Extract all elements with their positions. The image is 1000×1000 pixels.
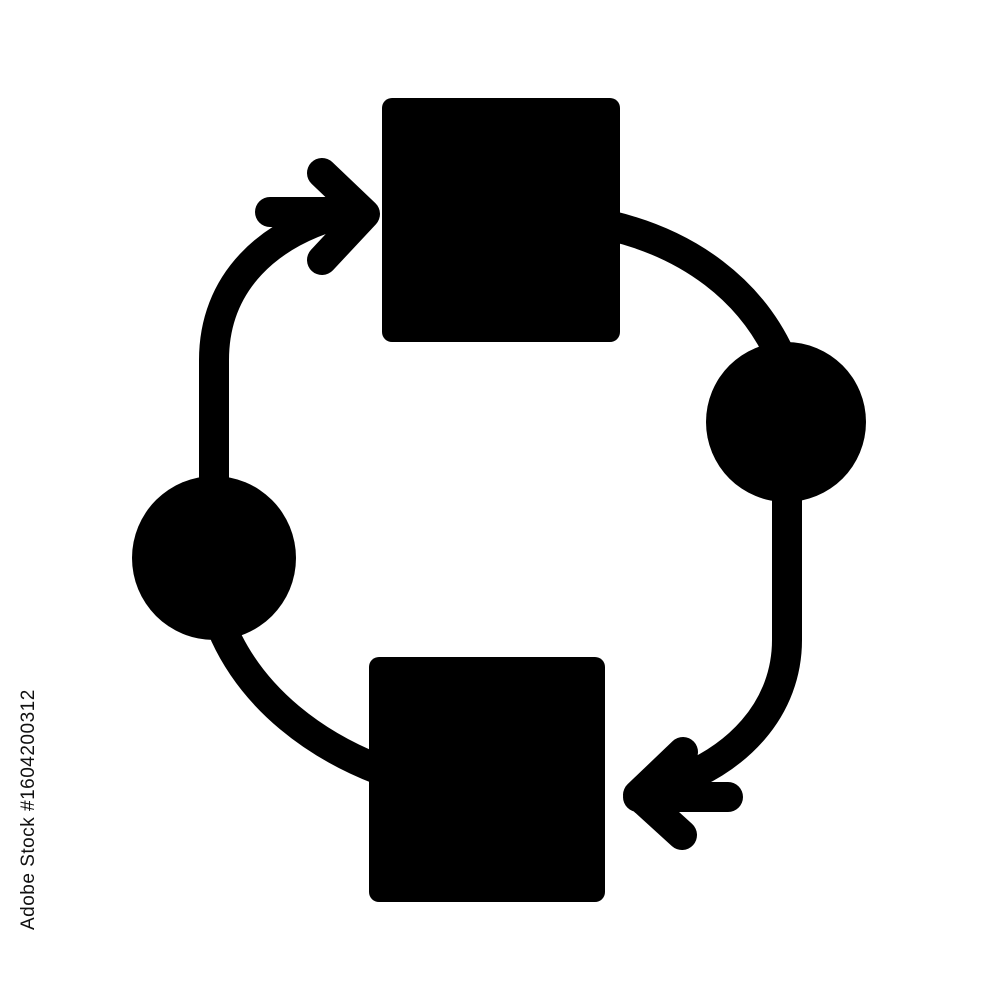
stock-id-watermark: Adobe Stock #1604200312 — [18, 689, 40, 930]
left-node-circle — [132, 476, 296, 640]
watermark-stock-id: #1604200312 — [18, 689, 39, 811]
bottom-process-square — [369, 657, 605, 902]
right-node-circle — [706, 342, 866, 502]
connector-left-to-bottom — [210, 620, 395, 785]
arrow-head-top-icon — [255, 158, 380, 275]
connector-top-to-right — [597, 211, 795, 370]
arrow-head-bottom-icon — [623, 737, 743, 850]
top-process-square — [382, 98, 620, 342]
connector-right-to-bottom — [635, 485, 802, 805]
watermark-text: Adobe Stock — [18, 816, 39, 930]
